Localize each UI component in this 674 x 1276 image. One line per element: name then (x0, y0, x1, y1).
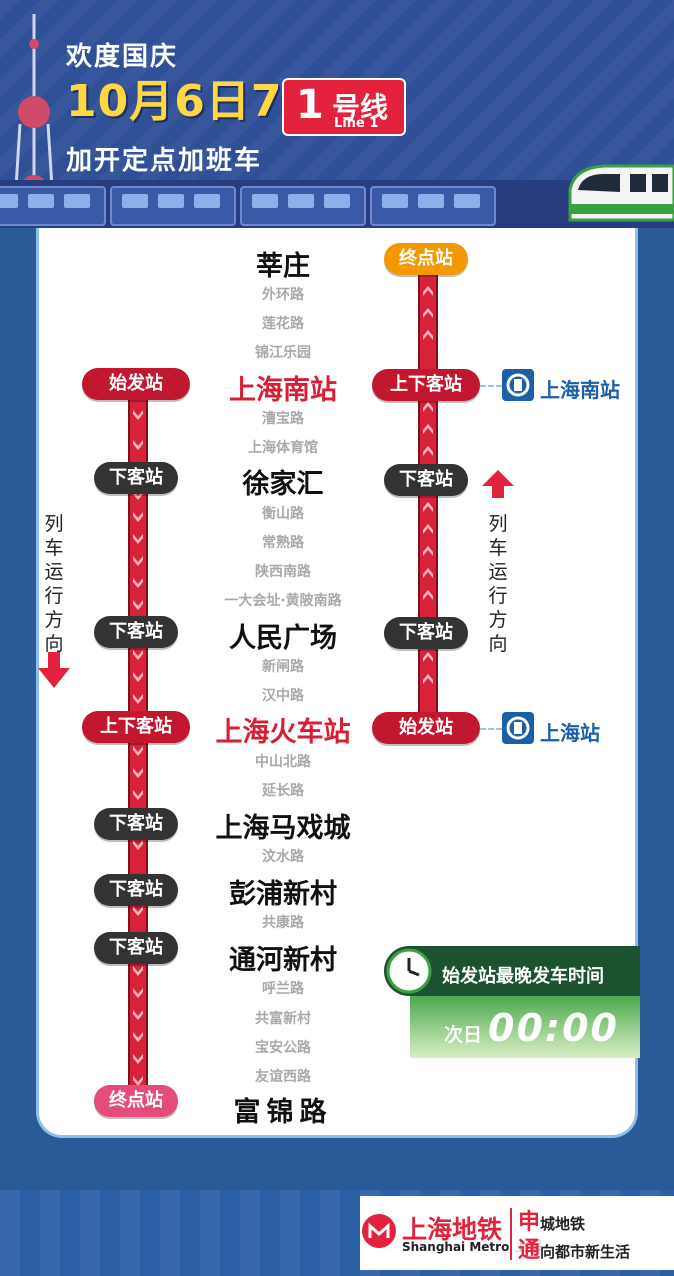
station-minor: 外环路 (262, 287, 304, 303)
station-minor: 新闸路 (262, 659, 304, 675)
slogan-big-char: 申 (518, 1210, 541, 1235)
train-locomotive-icon (568, 164, 674, 222)
slogan-line-1: 申城地铁 (518, 1204, 585, 1236)
tag-alight-station: 下客站 (94, 462, 178, 494)
station-minor: 友谊西路 (255, 1069, 311, 1085)
station-minor: 呼兰路 (262, 981, 304, 997)
last-train-day: 次日 (444, 1024, 483, 1046)
footer-divider (510, 1208, 512, 1260)
tag-board-alight-station: 上下客站 (372, 369, 480, 401)
station-fujin-road: 富锦路 (233, 1097, 333, 1128)
footer-logo-panel (360, 1196, 674, 1270)
arrow-up-icon (482, 470, 514, 498)
line-badge-en: Line 1 (334, 116, 379, 131)
station-minor: 漕宝路 (262, 411, 304, 427)
station-minor: 锦江乐园 (255, 345, 311, 361)
tag-terminal-station: 终点站 (384, 243, 468, 275)
last-train-time-box (410, 996, 640, 1058)
header-banner: 欢度国庆 10月6日7日 加开定点加班车 1 号线 Line 1 (0, 0, 674, 228)
rail-link-dash (480, 385, 502, 387)
tag-alight-station: 下客站 (384, 464, 468, 496)
station-circus-world: 上海马戏城 (215, 813, 351, 844)
station-xinzhuang: 莘庄 (256, 251, 310, 282)
tag-alight-station: 下客站 (94, 808, 178, 840)
station-shanghai-south: 上海南站 (229, 375, 337, 406)
direction-label-up: 列车运行方向 (488, 513, 508, 655)
last-train-time: 00:00 (488, 1006, 619, 1050)
station-shanghai-railway: 上海火车站 (215, 717, 351, 748)
station-minor: 陕西南路 (255, 564, 311, 580)
line-badge-number: 1 (296, 82, 324, 128)
station-minor: 衡山路 (262, 506, 304, 522)
direction-chevrons-up (423, 286, 433, 684)
brand-name-zh: 上海地铁 (402, 1215, 503, 1244)
direction-chevrons-down (133, 410, 143, 1086)
rail-link-shanghai-station: 上海站 (540, 721, 600, 745)
route-line-down (128, 400, 148, 1110)
train-car (370, 186, 496, 226)
station-xujiahui: 徐家汇 (242, 469, 324, 500)
footer-ghost-text: 上海 (514, 1239, 542, 1255)
clock-icon (386, 948, 432, 994)
line-badge-zh: 号线 (332, 91, 389, 124)
tag-alight-station: 下客站 (94, 874, 178, 906)
tag-start-station: 始发站 (372, 712, 480, 744)
slogan-big-char: 通 (518, 1238, 541, 1263)
station-minor: 汶水路 (262, 849, 304, 865)
tag-board-alight-station: 上下客站 (82, 711, 190, 743)
direction-label-down: 列车运行方向 (44, 513, 64, 655)
rail-link-shanghai-south: 上海南站 (540, 378, 620, 402)
station-pengpu-xincun: 彭浦新村 (229, 879, 337, 910)
header-title-1: 欢度国庆 (66, 42, 179, 72)
tag-alight-station: 下客站 (384, 617, 468, 649)
station-minor: 常熟路 (262, 535, 304, 551)
china-railway-icon (502, 712, 534, 744)
tag-alight-station: 下客站 (94, 932, 178, 964)
station-minor: 一大会址·黄陂南路 (224, 593, 342, 609)
station-minor: 汉中路 (262, 688, 304, 704)
station-minor: 上海体育馆 (248, 440, 318, 456)
tag-start-station: 始发站 (82, 368, 190, 400)
line-badge: 1 号线 Line 1 (282, 78, 406, 136)
station-minor: 莲花路 (262, 316, 304, 332)
slogan-rest: 城地铁 (540, 1215, 586, 1233)
tag-terminal-station: 终点站 (94, 1085, 178, 1117)
slogan-rest: 向都市新生活 (540, 1243, 631, 1261)
shanghai-metro-logo-icon (362, 1214, 396, 1248)
train-car (0, 186, 106, 226)
station-tonghe-xincun: 通河新村 (229, 945, 337, 976)
arrow-down-icon (38, 652, 70, 688)
station-peoples-square: 人民广场 (229, 623, 337, 654)
header-title-3: 加开定点加班车 (66, 146, 263, 176)
station-minor: 中山北路 (255, 754, 311, 770)
brand-name-en: Shanghai Metro (402, 1240, 510, 1254)
station-minor: 共富新村 (255, 1011, 311, 1027)
tag-alight-station: 下客站 (94, 616, 178, 648)
station-minor: 延长路 (262, 783, 304, 799)
train-car (110, 186, 236, 226)
china-railway-icon (502, 369, 534, 401)
last-train-label: 始发站最晚发车时间 (442, 966, 604, 987)
slogan-line-2: 通向都市新生活 (518, 1232, 630, 1264)
station-minor: 宝安公路 (255, 1040, 311, 1056)
rail-link-dash (480, 728, 502, 730)
train-car (240, 186, 366, 226)
station-minor: 共康路 (262, 915, 304, 931)
